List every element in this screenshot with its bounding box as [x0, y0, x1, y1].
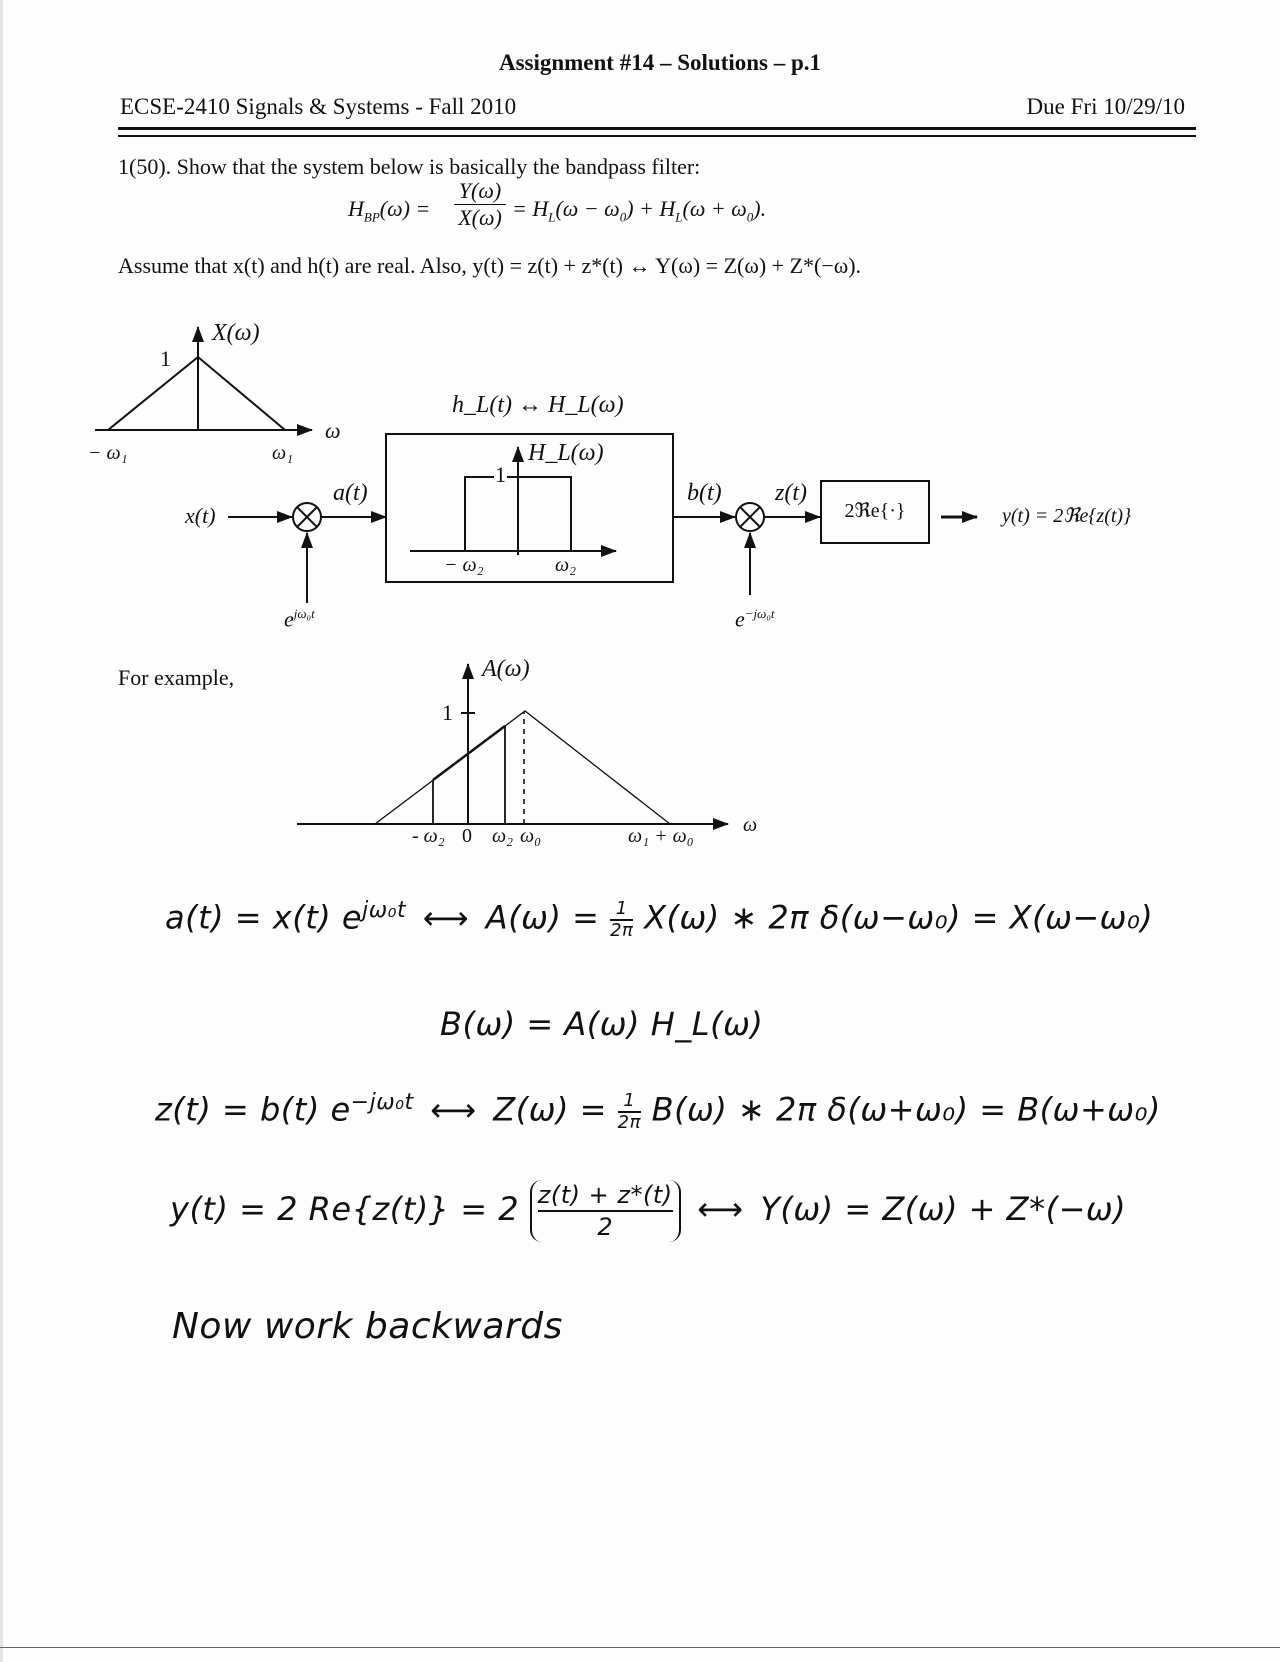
- hw1-lhs: a(t) = x(t) e: [165, 898, 363, 937]
- hw1-conv: X(ω) ∗ 2π δ(ω−ω₀) = X(ω−ω₀): [644, 898, 1154, 937]
- x-tick-neg-omega1: − ω₁: [88, 442, 128, 464]
- eq-lhs-sub: BP: [363, 209, 380, 225]
- hw3-exp: −jω₀t: [350, 1090, 414, 1115]
- hw1-frac-num: 1: [615, 897, 628, 919]
- hl-tick-neg-omega2: − ω₂: [444, 554, 484, 576]
- a-signal-label: a(t): [333, 480, 368, 506]
- example-lead: For example,: [118, 665, 235, 690]
- eq-lhs: H: [348, 196, 364, 221]
- problem-statement: 1(50). Show that the system below is bas…: [118, 154, 701, 179]
- hw-line-4: y(t) = 2 Re{z(t)} = 2 z(t) + z*(t) 2 ⟷ Y…: [170, 1180, 1126, 1242]
- eq-rhs-sub1: L: [548, 209, 556, 225]
- hw3-mid: Z(ω) =: [493, 1090, 618, 1129]
- a-level-label: 1: [442, 700, 453, 725]
- hw4-rhs: Y(ω) = Z(ω) + Z*(−ω): [760, 1190, 1127, 1228]
- x-peak-label: 1: [160, 346, 171, 371]
- z-signal-label: z(t): [775, 480, 807, 506]
- real-part-block: [820, 480, 930, 544]
- eq-rhs-sub2: L: [675, 209, 683, 225]
- due-date: Due Fri 10/29/10: [1026, 94, 1185, 119]
- x-axis-omega: ω: [325, 418, 341, 443]
- hl-tick-omega2: ω₂: [555, 554, 577, 576]
- hw-line-2: B(ω) = A(ω) H_L(ω): [440, 1005, 764, 1043]
- a-omega-plot: [297, 663, 729, 830]
- eq-rhs-mid: ) + H: [626, 196, 676, 221]
- hl-level-label: 1: [494, 462, 507, 488]
- hw1-exp: jω₀t: [362, 898, 407, 923]
- real-part-block-label: 2ℜe{·}: [844, 500, 906, 522]
- x-spectrum-label: X(ω): [212, 320, 260, 346]
- eq-numerator: Y(ω): [458, 178, 502, 203]
- filter-title: h_L(t) ↔ H_L(ω): [452, 392, 624, 418]
- lo-1-exp: jω₀t: [293, 606, 315, 621]
- x-spectrum-plot: [95, 326, 313, 436]
- a-axis-omega: ω: [743, 814, 758, 836]
- hw-line-3: z(t) = b(t) e−jω₀t ⟷ Z(ω) = 1 2π B(ω) ∗ …: [155, 1090, 1161, 1133]
- block-diagram: [95, 326, 978, 603]
- hw-line-5: Now work backwards: [172, 1306, 563, 1347]
- eq-rhs-zero2: 0: [746, 209, 754, 225]
- hw-line-1: a(t) = x(t) ejω₀t ⟷ A(ω) = 1 2π X(ω) ∗ 2…: [165, 898, 1153, 941]
- header-rule-thin: [118, 135, 1196, 137]
- lo-2-base: e: [735, 606, 745, 632]
- a-tick-omega2: ω₂: [492, 825, 514, 847]
- hw1-frac-den: 2π: [610, 918, 634, 941]
- hw1-arrow: ⟷: [422, 898, 470, 937]
- eq-rhs-arg2: (ω + ω: [682, 196, 747, 221]
- hw3-frac-num: 1: [623, 1089, 636, 1111]
- hw1-mid: A(ω) =: [485, 898, 611, 937]
- hw4-frac-den: 2: [537, 1210, 673, 1242]
- eq-lhs-arg: (ω) =: [379, 196, 431, 221]
- eq-rhs-zero1: 0: [619, 209, 627, 225]
- hw4-frac-num: z(t) + z*(t): [537, 1181, 673, 1209]
- a-plot-label: A(ω): [482, 656, 530, 682]
- eq-rhs-h1: = H: [512, 196, 549, 221]
- course-name: ECSE-2410 Signals & Systems - Fall 2010: [120, 94, 517, 119]
- scan-edge: [0, 0, 3, 1662]
- hw3-conv: B(ω) ∗ 2π δ(ω+ω₀) = B(ω+ω₀): [651, 1090, 1161, 1129]
- hl-plot-label: H_L(ω): [528, 440, 604, 466]
- lo-2-exp: −jω₀t: [744, 606, 775, 621]
- assumption-text: Assume that x(t) and h(t) are real. Also…: [118, 253, 862, 278]
- eq-rhs-arg1: (ω − ω: [555, 196, 620, 221]
- hw3-frac-den: 2π: [617, 1110, 641, 1133]
- output-signal-label: y(t) = 2ℜe{z(t)}: [1002, 505, 1132, 527]
- page-title: Assignment #14 – Solutions – p.1: [498, 50, 822, 75]
- scan-bottom-edge: [0, 1647, 1280, 1648]
- eq-denominator: X(ω): [454, 204, 506, 231]
- lowpass-filter-block: [385, 433, 674, 583]
- b-signal-label: b(t): [687, 480, 722, 506]
- hw3-lhs: z(t) = b(t) e: [155, 1090, 351, 1129]
- eq-rhs-end: ).: [753, 196, 767, 221]
- input-signal-label: x(t): [185, 503, 216, 528]
- x-tick-omega1: ω₁: [272, 442, 294, 464]
- a-tick-zero: 0: [462, 825, 472, 847]
- a-tick-omega1-plus-omega0: ω₁ + ω₀: [628, 825, 694, 847]
- lo-2-label: e−jω₀t: [735, 606, 774, 632]
- hl-plot: [410, 446, 617, 557]
- a-tick-omega0: ω₀: [520, 825, 542, 847]
- hw4-arrow: ⟷: [697, 1190, 744, 1228]
- lo-1-label: ejω₀t: [284, 606, 315, 632]
- hw3-arrow: ⟷: [430, 1090, 477, 1129]
- hw4-lhs: y(t) = 2 Re{z(t)} = 2: [170, 1190, 520, 1228]
- header-rule-thick: [118, 127, 1196, 130]
- a-tick-neg-omega2: - ω₂: [412, 825, 445, 847]
- lo-1-base: e: [284, 606, 294, 632]
